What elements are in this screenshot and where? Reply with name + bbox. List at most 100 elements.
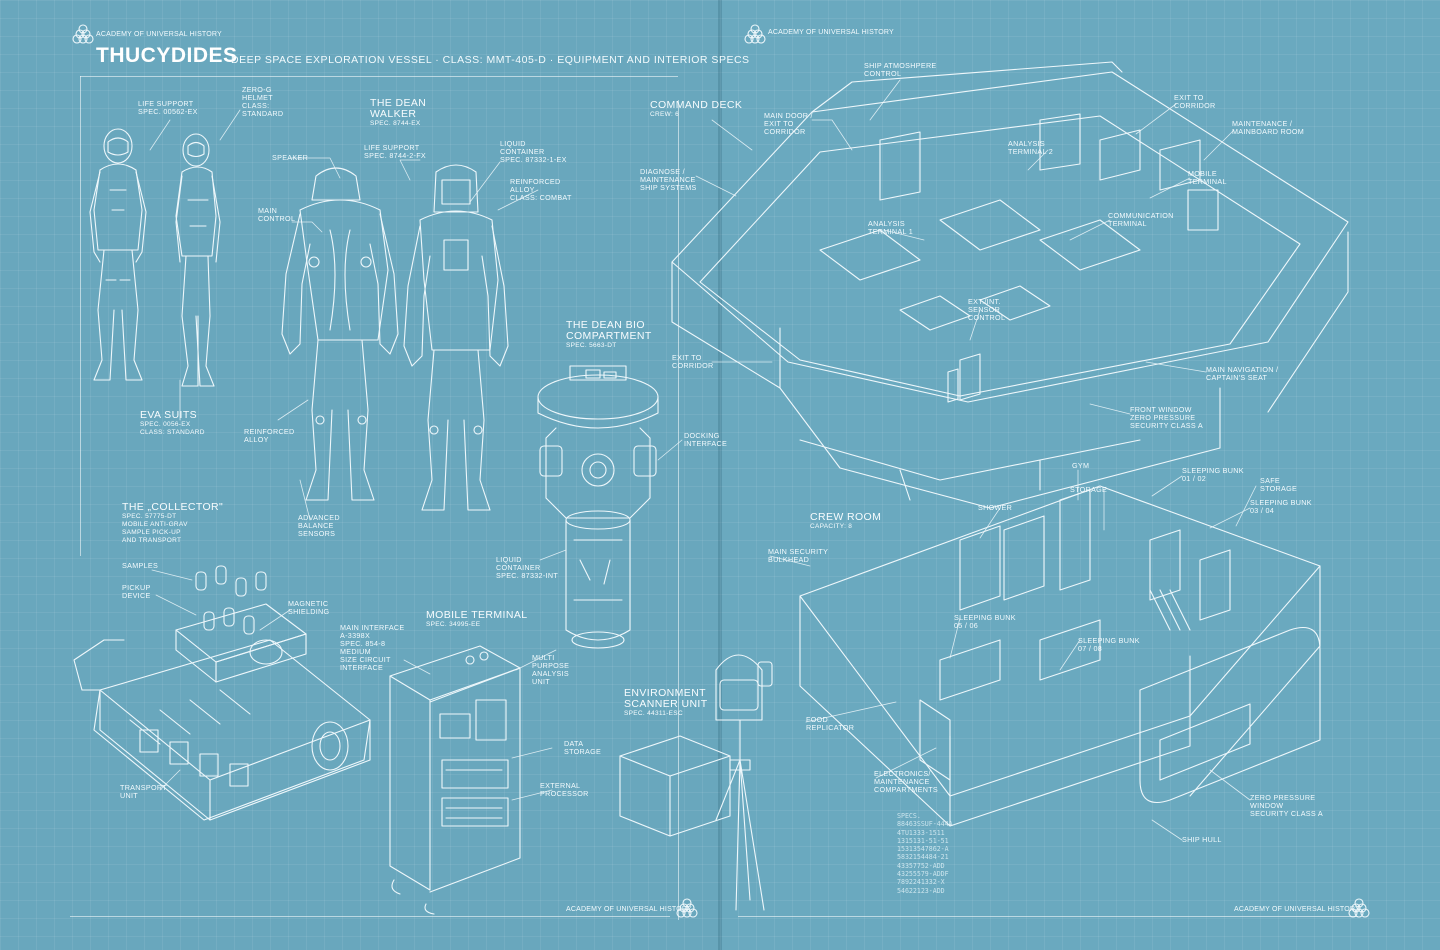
- mobile-terminal-title: MOBILE TERMINAL: [426, 609, 528, 621]
- collector-title: THE „COLLECTOR": [122, 501, 224, 513]
- label-communication-terminal: COMMUNICATION TERMINAL: [1108, 211, 1174, 228]
- label-liquid-container-1: LIQUID CONTAINER SPEC. 87332-1-EX: [500, 139, 567, 164]
- label-life-support-ex: LIFE SUPPORT SPEC. 00562-EX: [138, 99, 198, 116]
- frame-bottom-left: [70, 916, 670, 917]
- label-front-window: FRONT WINDOW ZERO PRESSURE SECURITY CLAS…: [1130, 405, 1203, 430]
- label-food-replicator: FOOD REPLICATOR: [806, 715, 855, 732]
- label-magnetic-shielding: MAGNETIC SHIELDING: [288, 599, 330, 616]
- page-title: THUCYDIDES: [96, 44, 238, 67]
- frame-top-left: [80, 76, 678, 77]
- label-main-security: MAIN SECURITY BULKHEAD: [768, 547, 829, 564]
- eva-suit-side-drawing: [176, 134, 220, 386]
- label-ship-atmosphere: SHIP ATMOSHPERE CONTROL: [864, 61, 937, 78]
- sample-tubes-drawing: [196, 566, 266, 634]
- dean-walker-front-drawing: [404, 165, 508, 510]
- mobile-terminal-spec: SPEC. 34995-EE: [426, 621, 481, 628]
- eva-suits-spec: SPEC. 0056-EX CLASS: STANDARD: [140, 421, 205, 436]
- label-reinforced-combat: REINFORCED ALLOY CLASS: COMBAT: [510, 177, 572, 202]
- label-samples: SAMPLES: [122, 561, 159, 570]
- label-main-door: MAIN DOOR / EXIT TO CORRIDOR: [764, 111, 813, 136]
- specs-block: SPECS. 88463SSUF-444A 4TU1333-1511 13151…: [897, 812, 953, 895]
- label-pickup-device: PICKUP DEVICE: [122, 583, 151, 600]
- leader-lines: [150, 80, 1256, 840]
- label-speaker: SPEAKER: [272, 153, 309, 162]
- env-scanner-title: ENVIRONMENT SCANNER UNIT: [624, 687, 708, 710]
- label-diagnose: DIAGNOSE / MAINTENANCE SHIP SYSTEMS: [640, 167, 697, 192]
- label-docking-interface: DOCKING INTERFACE: [684, 431, 728, 448]
- label-analysis-terminal-1: ANALYSIS TERMINAL 1: [868, 219, 914, 236]
- label-storage: STORAGE: [1070, 485, 1108, 494]
- label-ship-hull: SHIP HULL: [1182, 835, 1222, 844]
- frame-bottom-right: [738, 916, 1358, 917]
- label-life-support-fx: LIFE SUPPORT SPEC. 8744-2-FX: [364, 143, 427, 160]
- crew-room-drawing: [800, 486, 1320, 826]
- academy-logo-icon: [677, 899, 697, 917]
- frame-divider: [678, 100, 679, 920]
- academy-logo-icon: [73, 25, 93, 43]
- label-zero-pressure-window: ZERO PRESSURE WINDOW SECURITY CLASS A: [1250, 793, 1323, 818]
- command-deck-title: COMMAND DECK: [650, 99, 743, 111]
- dean-walker-title: THE DEAN WALKER: [370, 97, 427, 120]
- command-deck-drawing: [672, 62, 1348, 508]
- bio-compartment-spec: SPEC. 5663-DT: [566, 342, 617, 349]
- footer-brand-left: ACADEMY OF UNIVERSAL HISTORY: [566, 906, 692, 913]
- label-main-interface: MAIN INTERFACE A-3398X SPEC. 854-8 MEDIU…: [340, 623, 405, 672]
- label-exit-corridor-top: EXIT TO CORRIDOR: [1174, 93, 1216, 110]
- label-safe-storage: SAFE STORAGE: [1260, 476, 1298, 493]
- dean-walker-spec: SPEC. 8744-EX: [370, 120, 421, 127]
- header-brand-right: ACADEMY OF UNIVERSAL HISTORY: [768, 29, 894, 36]
- command-deck-spec: CREW: 6: [650, 111, 680, 118]
- title-collector: THE „COLLECTOR"SPEC. 57775-DT MOBILE ANT…: [122, 502, 223, 545]
- label-external-processor: EXTERNAL PROCESSOR: [540, 781, 589, 798]
- header-brand-left: ACADEMY OF UNIVERSAL HISTORY: [96, 31, 222, 38]
- label-sleeping-bunk-0304: SLEEPING BUNK 03 / 04: [1250, 498, 1312, 515]
- label-sensor-control: EXT./INT. SENSOR CONTROL: [968, 297, 1006, 322]
- label-maintenance-room: MAINTENANCE / MAINBOARD ROOM: [1232, 119, 1305, 136]
- bio-compartment-drawing: [538, 366, 658, 648]
- label-sleeping-bunk-0708: SLEEPING BUNK 07 / 08: [1078, 636, 1140, 653]
- bio-compartment-title: THE DEAN BIO COMPARTMENT: [566, 319, 652, 342]
- footer-brand-right: ACADEMY OF UNIVERSAL HISTORY: [1234, 906, 1360, 913]
- label-analysis-terminal-2: ANALYSIS TERMINAL 2: [1008, 139, 1054, 156]
- eva-suit-front-drawing: [90, 129, 146, 380]
- label-reinforced-alloy: REINFORCED ALLOY: [244, 427, 295, 444]
- left-page: [0, 0, 720, 950]
- collector-spec: SPEC. 57775-DT MOBILE ANTI-GRAV SAMPLE P…: [122, 513, 188, 544]
- label-sleeping-bunk-0506: SLEEPING BUNK 05 / 06: [954, 613, 1016, 630]
- label-multi-purpose: MULTI PURPOSE ANALYSIS UNIT: [532, 653, 570, 686]
- label-transport-unit: TRANSPORT UNIT: [120, 783, 167, 800]
- label-mobile-terminal-room: MOBILE TERMINAL: [1188, 169, 1227, 186]
- label-shower: SHOWER: [978, 503, 1013, 512]
- label-balance-sensors: ADVANCED BALANCE SENSORS: [298, 513, 340, 538]
- page-subtitle: DEEP SPACE EXPLORATION VESSEL · CLASS: M…: [231, 54, 750, 66]
- dean-walker-back-drawing: [282, 168, 398, 500]
- crew-room-spec: CAPACITY: 8: [810, 523, 853, 530]
- label-zero-g-helmet: ZERO-G HELMET CLASS: STANDARD: [242, 85, 284, 118]
- env-scanner-spec: SPEC. 44311-ESC: [624, 710, 683, 717]
- label-gym: GYM: [1072, 461, 1090, 470]
- crew-room-title: CREW ROOM: [810, 511, 882, 523]
- collector-drawing: [74, 566, 370, 820]
- academy-logo-icon: [1349, 899, 1369, 917]
- environment-scanner-drawing: [620, 655, 772, 910]
- label-sleeping-bunk-0102: SLEEPING BUNK 01 / 02: [1182, 466, 1244, 483]
- label-data-storage: DATA STORAGE: [564, 739, 602, 756]
- eva-suits-title: EVA SUITS: [140, 409, 198, 421]
- label-electronics: ELECTRONICS/ MAINTENANCE COMPARTMENTS: [874, 769, 939, 794]
- frame-left: [80, 76, 81, 556]
- label-main-control: MAIN CONTROL: [258, 206, 296, 223]
- label-exit-corridor-left: EXIT TO CORRIDOR: [672, 353, 714, 370]
- label-main-navigation: MAIN NAVIGATION / CAPTAIN'S SEAT: [1206, 365, 1279, 382]
- academy-logo-icon: [745, 25, 765, 43]
- page-gutter: [718, 0, 722, 950]
- mobile-terminal-drawing: [390, 646, 520, 914]
- label-liquid-container-int: LIQUID CONTAINER SPEC. 87332-INT: [496, 555, 559, 580]
